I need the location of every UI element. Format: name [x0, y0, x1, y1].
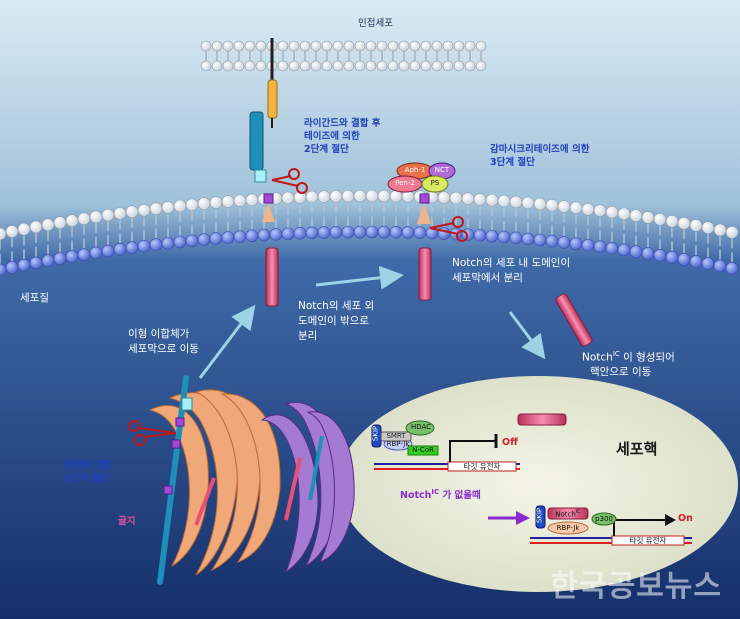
on-rbpjk-label: RBP-Jk	[556, 524, 580, 532]
aph1-label: Aph-1	[404, 166, 426, 174]
on-label: On	[678, 513, 693, 524]
neighbor-cell-membrane	[200, 40, 487, 72]
free-nicd	[555, 293, 593, 347]
extracellular-label-1: Notch의 세포 외	[298, 300, 375, 312]
watermark: 한국공보뉴스	[550, 569, 722, 604]
off-skip-label: SKIP	[371, 425, 380, 442]
off-ncor-label: N-CoR	[412, 446, 434, 454]
nct-label: NCT	[434, 166, 450, 174]
extracellular-label-3: 분리	[298, 330, 318, 342]
heterodimer-label-1: 이형 이합체가	[128, 328, 190, 340]
on-target-gene-label: 타깃 유전자	[629, 536, 667, 545]
off-smrt-label: SMRT	[386, 432, 406, 440]
ps-label: PS	[430, 179, 440, 187]
extracellular-label-2: 도메인이 밖으로	[298, 315, 369, 327]
nucleus	[338, 376, 738, 592]
nicd-in-nucleus	[517, 413, 567, 426]
ligand-cleavage-label-2: 테이즈에 의한	[304, 131, 360, 142]
nicd-move-label-1: NotchIC 이 형성되어	[582, 350, 675, 364]
absent-label: NotchIC 가 없을때	[400, 488, 481, 502]
on-skip-label: SKIP	[535, 507, 544, 524]
cell-membrane	[0, 189, 739, 277]
process-arrows	[198, 265, 546, 379]
gamma-cleavage-label-2: 3단계 절단	[490, 157, 535, 168]
ligand-cleavage-label-1: 라이간드와 결합 후	[304, 118, 381, 129]
golgi-apparatus	[128, 375, 355, 585]
off-target-gene-label: 타깃 유전자	[463, 462, 501, 471]
on-nicd-label: NotchIC	[555, 509, 581, 519]
cytoplasm-label: 세포질	[20, 292, 49, 304]
nucleus-label: 세포핵	[616, 440, 658, 458]
intracellular-label-1: Notch의 세포 내 도메인이	[452, 257, 571, 269]
on-state-dna	[530, 505, 692, 546]
off-label: Off	[502, 437, 518, 448]
pen2-label: Pen-2	[395, 179, 415, 187]
purple-arrow	[488, 511, 530, 525]
neighbor-cell-label: 인접세포	[358, 18, 393, 29]
heterodimer-label-2: 세포막으로 이동	[128, 343, 199, 355]
golgi-label: 골지	[118, 516, 136, 527]
ligand-cleavage-label-3: 2단계 절단	[304, 144, 349, 155]
gamma-secretase-complex	[387, 162, 468, 301]
ligand-receptor	[249, 38, 308, 307]
intracellular-label-2: 세포막에서 분리	[452, 272, 523, 284]
furin-label-2: 1단계 절단	[64, 473, 109, 484]
on-p300-label: p300	[595, 515, 613, 523]
off-state-dna	[371, 420, 520, 472]
off-hdac-label: HDAC	[410, 423, 432, 431]
gamma-cleavage-label-1: 감마시크리테이즈에 의한	[490, 144, 590, 155]
off-rbpjk-label: RBP-Jk	[386, 440, 410, 448]
furin-label-1: 퓨린에 의한	[64, 460, 112, 471]
nicd-move-label-2: 핵안으로 이동	[590, 366, 652, 378]
